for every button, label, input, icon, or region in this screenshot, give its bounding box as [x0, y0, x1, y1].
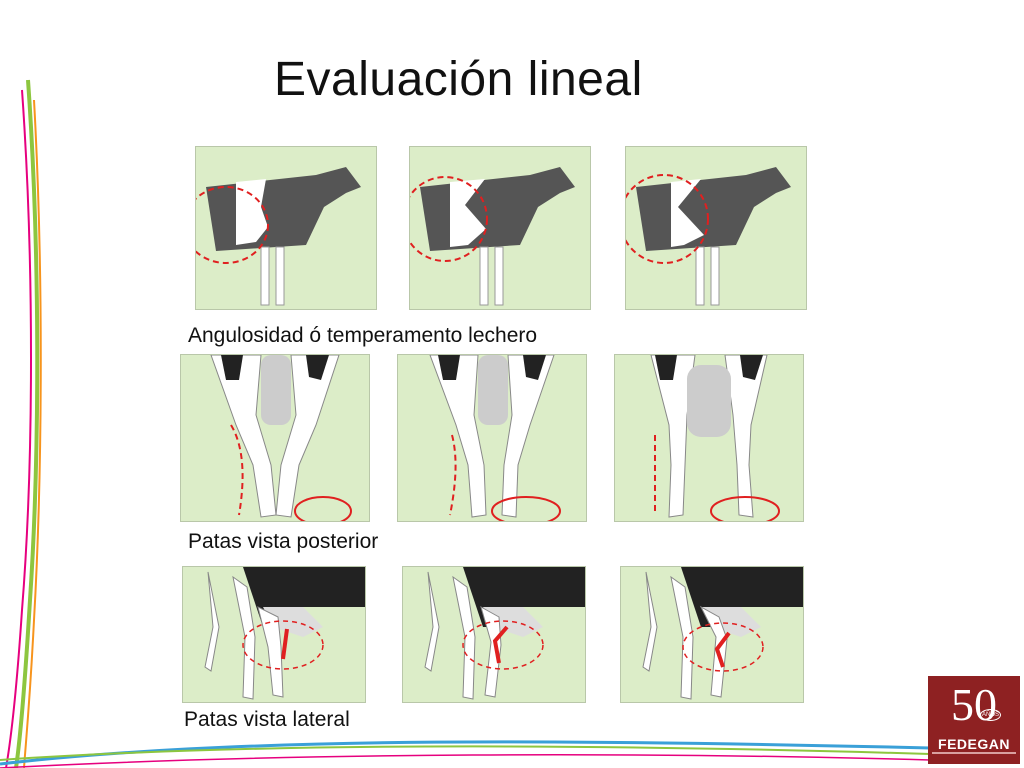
angularity-figure-2: [409, 146, 591, 310]
rear-legs-figure-3: [614, 354, 804, 522]
side-legs-figure-1: [182, 566, 366, 703]
slide-title: Evaluación lineal: [274, 53, 643, 106]
angularity-figure-1: [195, 146, 377, 310]
side-legs-figure-3: [620, 566, 804, 703]
caption-rear-legs: Patas vista posterior: [188, 530, 379, 553]
side-legs-figure-2: [402, 566, 586, 703]
caption-angularity: Angulosidad ó temperamento lechero: [188, 324, 538, 347]
rear-legs-figure-2: [397, 354, 587, 522]
logo-anniversary-number: 50: [951, 679, 997, 730]
logo-anos-badge: AÑOS: [980, 709, 1002, 721]
caption-side-legs: Patas vista lateral: [184, 708, 350, 731]
rear-legs-figure-1: [180, 354, 370, 522]
logo-name: FEDEGAN: [938, 736, 1010, 752]
fedegan-logo: 50 AÑOS FEDEGAN: [928, 676, 1020, 764]
logo-underline: [932, 752, 1016, 754]
angularity-figure-3: [625, 146, 807, 310]
